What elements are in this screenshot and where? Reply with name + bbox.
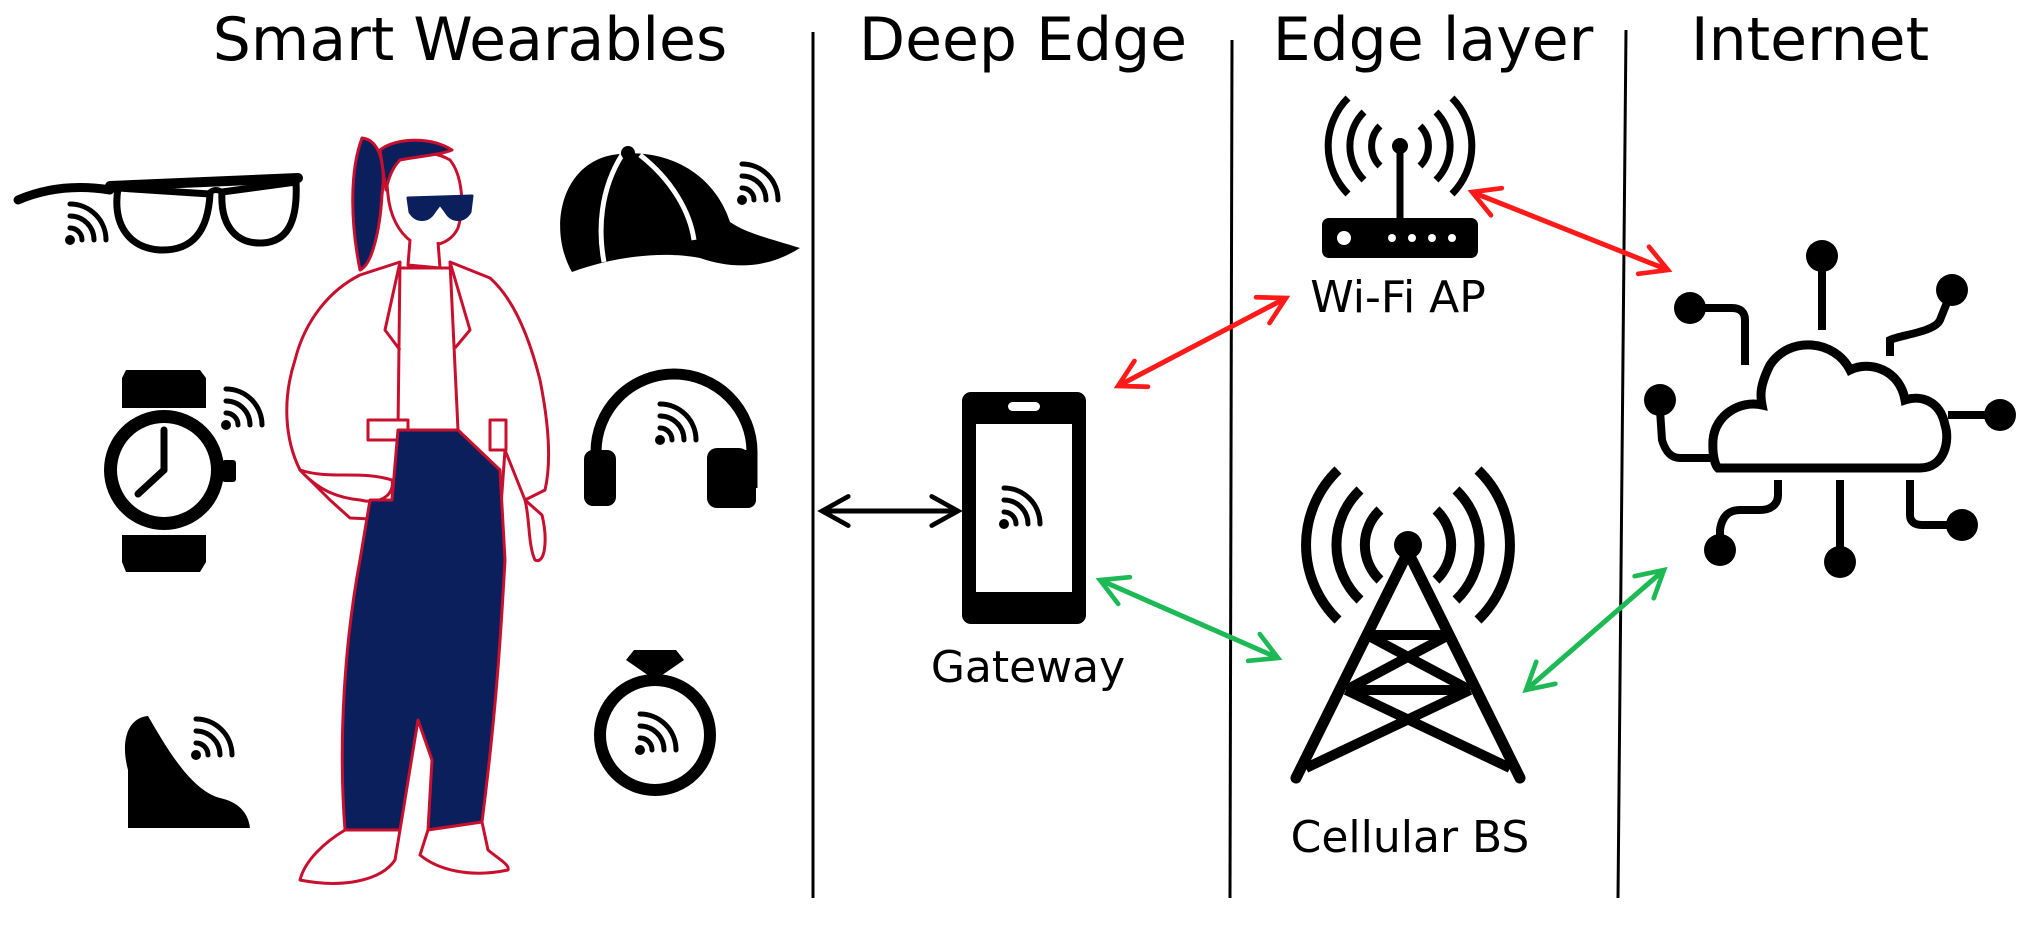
- link-gateway-wifi-ap: [1118, 298, 1286, 386]
- cellular-bs-label: Cellular BS: [1291, 812, 1530, 863]
- section-title-internet: Internet: [1691, 5, 1929, 75]
- link-gateway-cellular-bs: [1100, 580, 1278, 658]
- wireless-signal-icon: [65, 204, 106, 245]
- wireless-signal-icon: [737, 164, 778, 205]
- wireless-signal-icon: [635, 714, 676, 755]
- divider-edge-layer-internet: [1618, 30, 1626, 898]
- smartphone-gateway-icon: [962, 392, 1086, 624]
- divider-deep-edge-edge-layer: [1230, 40, 1232, 898]
- link-cellular-bs-internet: [1526, 570, 1664, 690]
- wireless-signal-icon: [221, 389, 262, 430]
- cap-icon: [560, 146, 800, 272]
- headphones-icon: [584, 374, 756, 508]
- section-title-edge-layer: Edge layer: [1273, 5, 1594, 75]
- high-heel-shoe-icon: [125, 716, 250, 828]
- section-title-deep-edge: Deep Edge: [859, 5, 1187, 75]
- glasses-icon: [18, 178, 298, 250]
- cell-tower-icon: [1296, 470, 1520, 778]
- person-illustration: [287, 138, 549, 883]
- wireless-signal-icon: [191, 719, 232, 760]
- smart-ring-icon: [600, 650, 710, 790]
- section-title-smart-wearables: Smart Wearables: [213, 5, 727, 75]
- link-wifi-ap-internet: [1472, 192, 1668, 270]
- wireless-signal-icon: [655, 404, 696, 445]
- cloud-network-icon: [1644, 240, 2016, 578]
- wifi-ap-label: Wi-Fi AP: [1310, 272, 1486, 323]
- wifi-router-icon: [1322, 98, 1478, 258]
- gateway-label: Gateway: [931, 642, 1125, 693]
- smartwatch-icon: [104, 370, 262, 572]
